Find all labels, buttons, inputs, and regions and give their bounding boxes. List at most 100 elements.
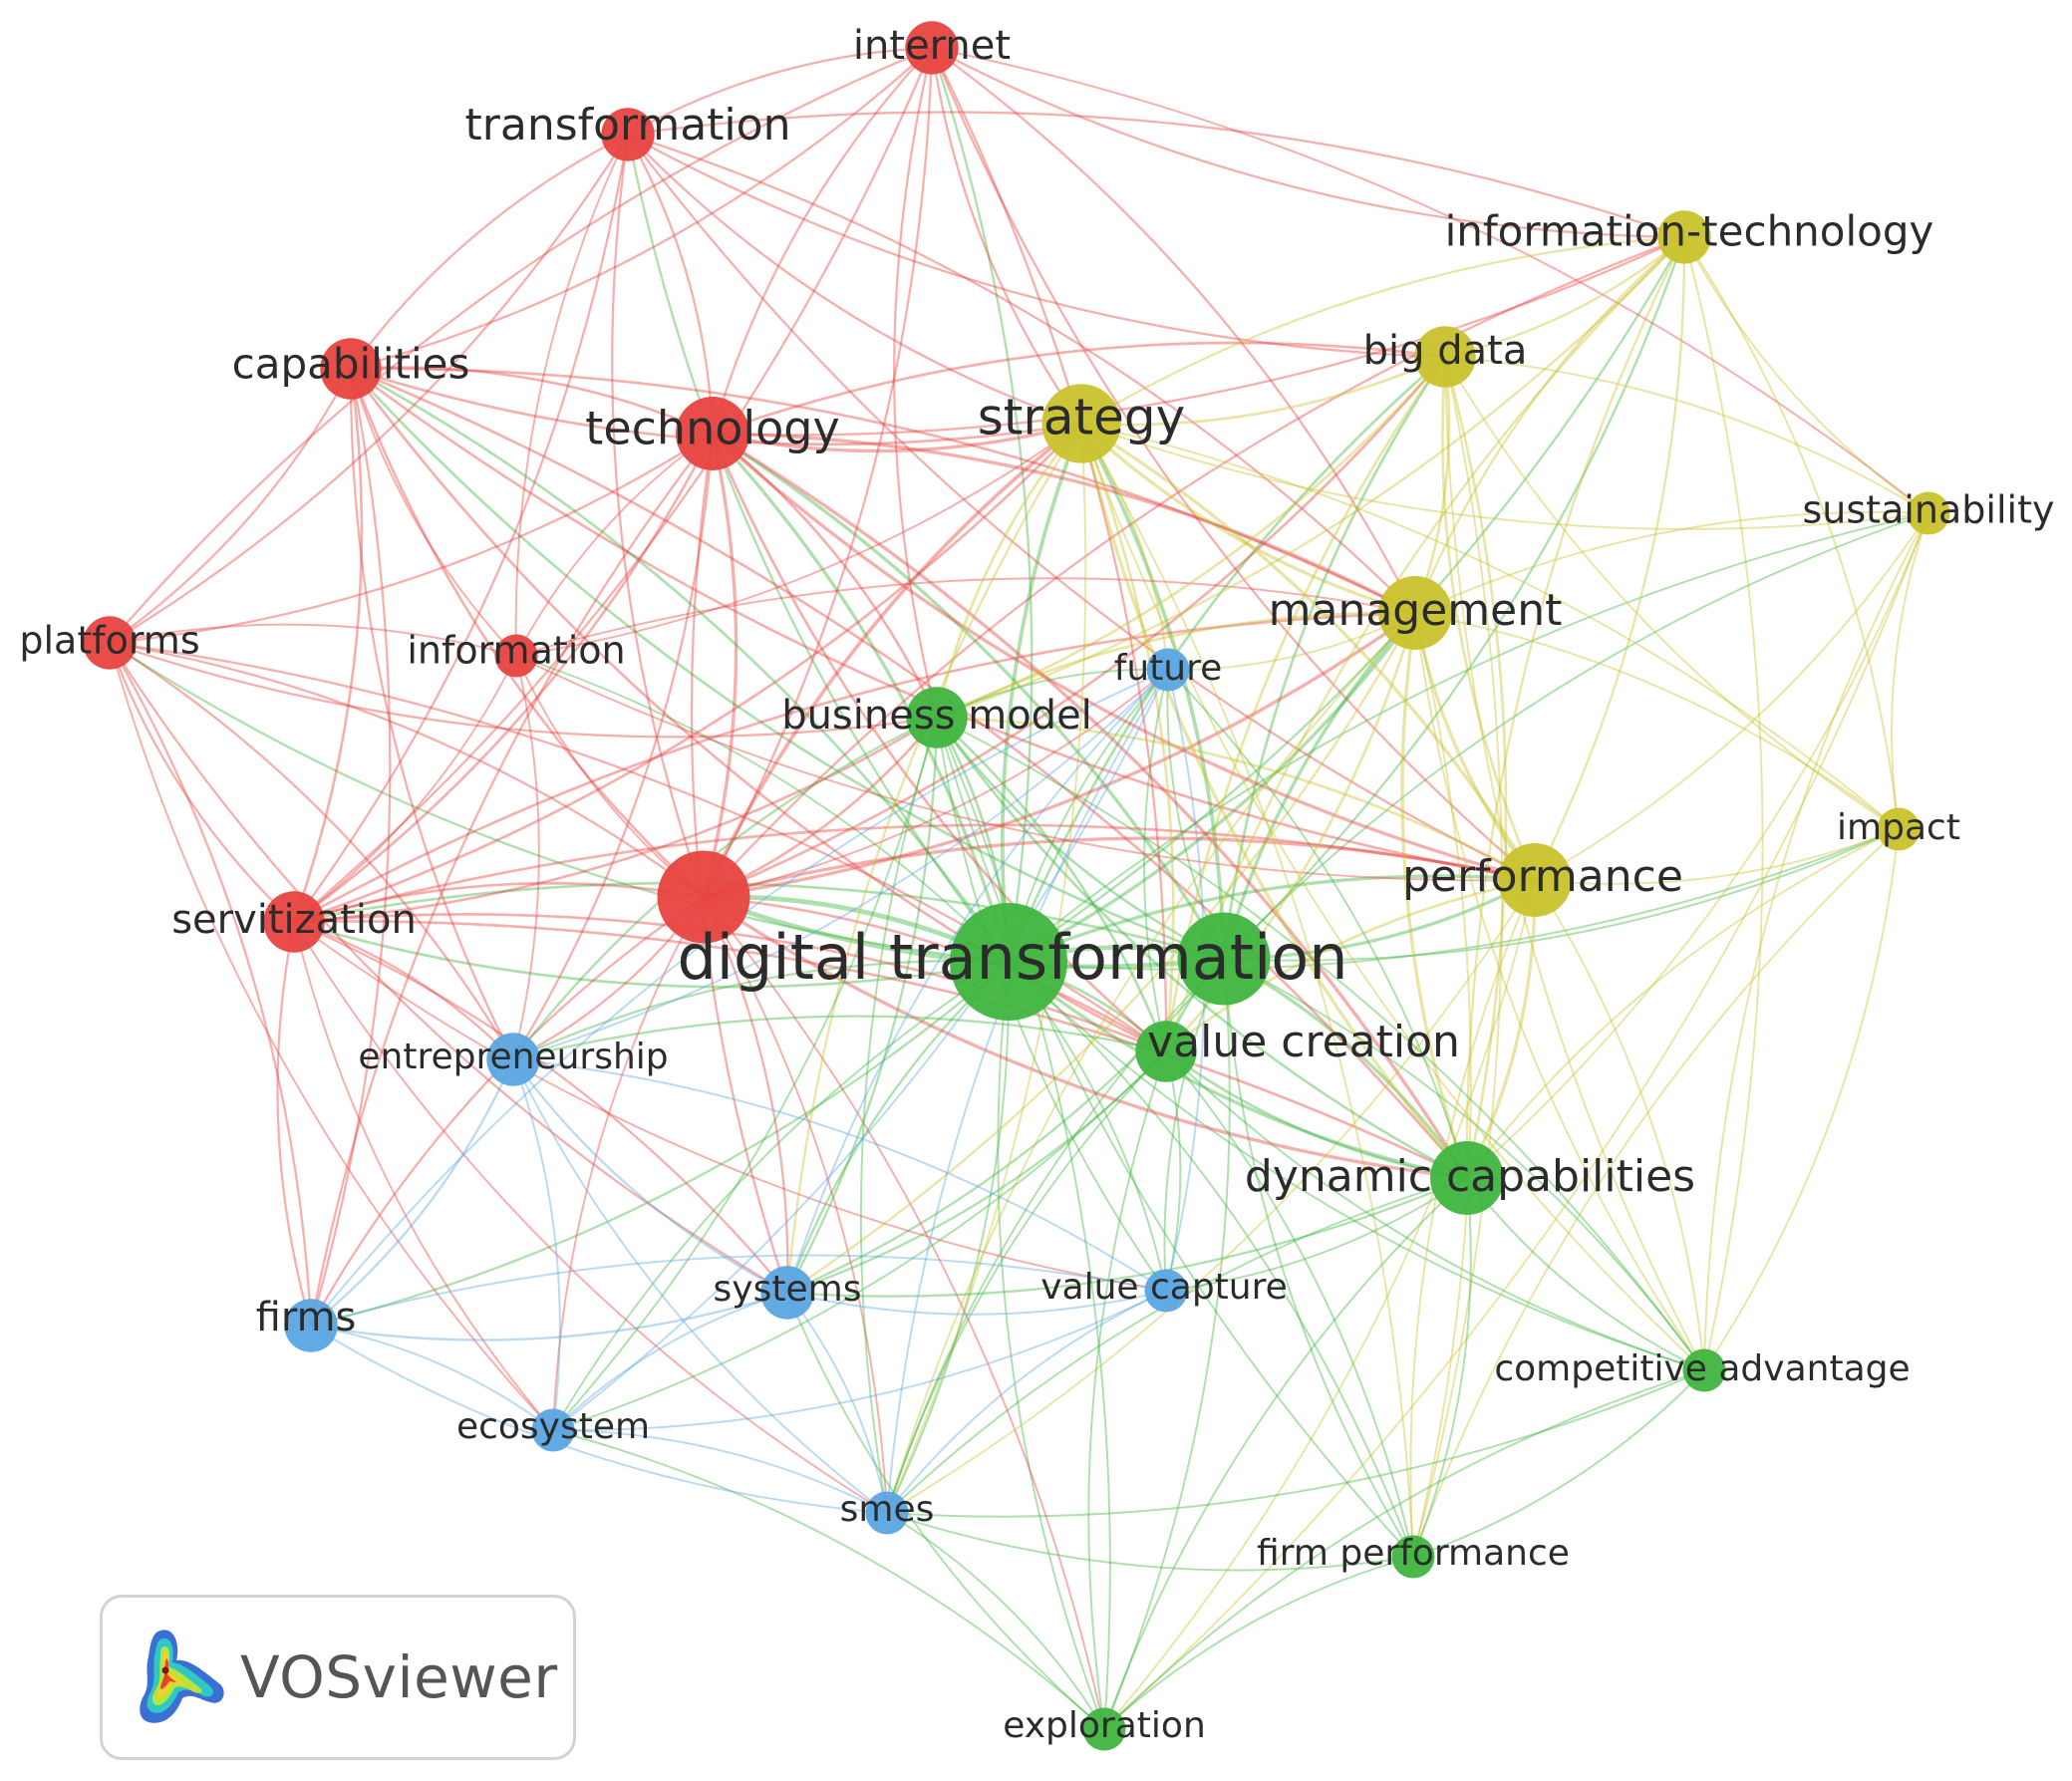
- link-entrepreneurship-value-capture: [512, 1058, 1167, 1292]
- link-digital-transformation-sustainability: [1008, 512, 1929, 963]
- link-innovation-information-technology: [703, 235, 1685, 898]
- link-innovation-strategy: [702, 422, 1083, 898]
- node-digitalization[interactable]: [1177, 912, 1271, 1006]
- link-sustainability-exploration: [1103, 512, 1929, 1730]
- label-management: management: [1269, 585, 1563, 636]
- link-firms-ecosystem: [310, 1325, 554, 1431]
- node-business-model[interactable]: [906, 687, 968, 748]
- label-platforms: platforms: [19, 619, 199, 663]
- link-firm-performance-smes: [886, 1512, 1414, 1572]
- link-servitization-value-capture: [293, 921, 1167, 1292]
- label-digital-transformation: digital transformation: [677, 921, 1347, 994]
- label-competitive-advantage: competitive advantage: [1494, 1348, 1910, 1389]
- node-transformation[interactable]: [601, 108, 655, 161]
- link-servitization-business-model: [293, 716, 938, 924]
- link-future-systems: [786, 669, 1169, 1294]
- link-future-entrepreneurship: [512, 669, 1169, 1060]
- link-technology-information-technology: [712, 235, 1685, 437]
- link-management-systems: [786, 612, 1417, 1294]
- link-technology-performance: [711, 432, 1536, 882]
- node-impact[interactable]: [1877, 807, 1921, 851]
- link-firms-systems: [310, 1291, 788, 1341]
- node-value-capture[interactable]: [1144, 1269, 1188, 1313]
- node-big-data[interactable]: [1414, 326, 1476, 388]
- node-innovation[interactable]: [657, 850, 750, 944]
- node-technology[interactable]: [676, 397, 749, 470]
- link-strategy-value-creation: [1079, 423, 1175, 1052]
- link-internet-value-creation: [930, 47, 1168, 1052]
- node-competitive-advantage[interactable]: [1682, 1348, 1726, 1392]
- link-innovation-firms: [309, 896, 705, 1327]
- link-digital-transformation-transformation: [626, 134, 1010, 963]
- node-information[interactable]: [494, 634, 538, 678]
- label-entrepreneurship: entrepreneurship: [358, 1037, 668, 1077]
- node-firms[interactable]: [284, 1299, 338, 1352]
- link-digital-transformation-servitization: [293, 920, 1010, 989]
- node-sustainability[interactable]: [1907, 491, 1950, 535]
- link-digitalization-business-model: [935, 717, 1225, 961]
- link-information-strategy: [515, 423, 1082, 657]
- link-information-management: [515, 577, 1416, 657]
- link-internet-performance: [930, 47, 1536, 881]
- link-sustainability-management: [1414, 510, 1929, 614]
- link-digitalization-competitive-advantage: [1223, 958, 1705, 1371]
- link-technology-internet: [711, 47, 933, 435]
- link-digital-transformation-information: [515, 655, 1010, 963]
- node-capabilities[interactable]: [320, 338, 382, 400]
- link-strategy-dynamic-capabilities: [1079, 423, 1469, 1180]
- link-entrepreneurship-systems: [512, 1058, 788, 1295]
- link-technology-transformation: [626, 134, 715, 435]
- node-smes[interactable]: [865, 1491, 909, 1535]
- node-information-technology[interactable]: [1657, 210, 1711, 264]
- node-value-creation[interactable]: [1135, 1021, 1197, 1082]
- link-value-creation-entrepreneurship: [512, 1015, 1167, 1061]
- node-servitization[interactable]: [263, 891, 325, 953]
- link-digital-transformation-ecosystem: [552, 961, 1010, 1431]
- node-internet[interactable]: [905, 21, 959, 75]
- link-technology-platforms: [109, 433, 714, 645]
- link-future-smes: [886, 669, 1169, 1514]
- link-performance-impact: [1534, 828, 1900, 885]
- link-digital-transformation-capabilities: [350, 367, 1011, 963]
- node-platforms[interactable]: [83, 616, 137, 670]
- node-performance[interactable]: [1498, 843, 1572, 917]
- link-information-entrepreneurship: [512, 655, 540, 1060]
- link-dynamic-capabilities-firm-performance: [1412, 1177, 1472, 1558]
- link-innovation-systems: [702, 896, 789, 1294]
- node-exploration[interactable]: [1082, 1707, 1126, 1751]
- link-digitalization-capabilities: [350, 368, 1225, 961]
- link-strategy-impact: [1080, 423, 1900, 830]
- link-innovation-big-data: [703, 356, 1447, 899]
- link-systems-smes: [786, 1292, 888, 1514]
- node-ecosystem[interactable]: [531, 1408, 575, 1452]
- link-dynamic-capabilities-competitive-advantage: [1466, 1177, 1705, 1371]
- node-strategy[interactable]: [1041, 384, 1121, 463]
- link-management-dynamic-capabilities: [1400, 612, 1469, 1179]
- link-capabilities-information: [350, 368, 517, 657]
- link-business-model-exploration: [936, 717, 1111, 1730]
- node-management[interactable]: [1378, 576, 1452, 650]
- link-capabilities-servitization: [292, 368, 364, 923]
- link-digital-transformation-impact: [1008, 828, 1900, 971]
- link-business-model-competitive-advantage: [936, 717, 1705, 1371]
- link-digital-transformation-dynamic-capabilities: [1007, 960, 1468, 1180]
- link-digitalization-management: [1222, 611, 1417, 960]
- link-digital-transformation-exploration: [997, 961, 1105, 1730]
- link-digitalization-impact: [1223, 828, 1900, 962]
- node-dynamic-capabilities[interactable]: [1430, 1141, 1504, 1215]
- node-systems[interactable]: [760, 1266, 814, 1320]
- node-entrepreneurship[interactable]: [486, 1033, 540, 1086]
- link-innovation-smes: [703, 896, 888, 1514]
- link-capabilities-entrepreneurship: [349, 368, 515, 1060]
- link-strategy-firm-performance: [1080, 423, 1414, 1558]
- node-future[interactable]: [1146, 648, 1190, 692]
- link-internet-information-technology: [931, 46, 1685, 239]
- link-internet-sustainability: [931, 47, 1929, 514]
- link-digitalization-sustainability: [1223, 512, 1929, 960]
- node-digital-transformation[interactable]: [950, 903, 1067, 1021]
- link-value-capture-smes: [886, 1290, 1167, 1514]
- link-innovation-value-creation: [703, 895, 1167, 1053]
- link-digital-transformation-competitive-advantage: [1008, 961, 1705, 1371]
- link-transformation-platforms: [109, 134, 629, 644]
- node-firm-performance[interactable]: [1391, 1535, 1435, 1579]
